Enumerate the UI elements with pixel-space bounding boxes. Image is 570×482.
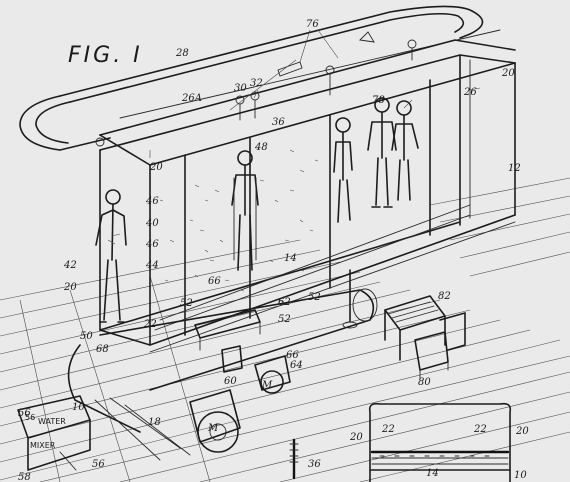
ref-numeral: 18 <box>148 417 161 428</box>
reference-numerals: 76 28 20 26 26A 30 32 36 48 78 12 20 46 … <box>18 19 529 482</box>
ref-numeral: 36 <box>308 459 321 470</box>
drain-duct <box>67 288 378 433</box>
ref-numeral: 12 <box>508 163 521 174</box>
ref-numeral: 50 <box>80 331 93 342</box>
person-right-3 <box>391 100 419 201</box>
person-left <box>95 189 127 323</box>
ref-numeral: 36 <box>272 117 285 128</box>
ref-numeral: 52 <box>308 292 321 303</box>
person-right-1 <box>333 117 353 223</box>
ref-numeral: 66 <box>286 350 299 361</box>
ref-numeral: 56 <box>92 459 105 470</box>
ref-numeral: 26A <box>181 93 202 104</box>
ref-numeral: 62 <box>278 297 291 308</box>
ref-numeral: 22 <box>381 424 395 435</box>
booth-frame <box>99 39 516 353</box>
ref-numeral: 48 <box>254 142 268 153</box>
ref-numeral: 22 <box>143 319 157 330</box>
ref-numeral: 76 <box>306 19 319 30</box>
ref-numeral: 14 <box>426 468 439 479</box>
pump-motor <box>189 389 241 453</box>
ref-numeral: 56 <box>18 408 31 419</box>
ref-numeral: 26 <box>463 87 477 98</box>
ref-numeral: 80 <box>418 377 431 388</box>
ref-numeral: 78 <box>372 95 385 106</box>
tank-number-label: 56 <box>25 413 35 422</box>
operator-chair <box>414 312 466 379</box>
ref-numeral: 42 <box>63 260 77 271</box>
ref-numeral: 40 <box>145 218 159 229</box>
control-box <box>221 345 243 373</box>
water-tank-label: WATER <box>38 417 66 426</box>
ref-numeral: M <box>207 423 219 434</box>
pulleys <box>95 31 417 147</box>
control-desk <box>384 295 446 361</box>
spray-rod <box>289 438 299 480</box>
inset-detail <box>368 402 512 482</box>
water-tank-box: WATER 56 MIXER <box>17 395 91 471</box>
floor-planks <box>0 177 570 482</box>
ref-numeral: 52 <box>180 298 193 309</box>
ref-numeral: 60 <box>224 376 237 387</box>
figure-title: FIG. I <box>68 43 143 68</box>
drive-belt <box>94 397 191 461</box>
step-platform <box>194 309 261 351</box>
ref-numeral: 46 <box>145 239 159 250</box>
ref-numeral: 58 <box>18 472 31 482</box>
leader-lines <box>107 29 481 245</box>
spray-mist <box>159 149 319 303</box>
ref-numeral: 64 <box>290 360 303 371</box>
ref-numeral: 44 <box>145 260 159 271</box>
ref-numeral: 28 <box>175 48 189 59</box>
ref-numeral: 10 <box>72 402 85 413</box>
ref-numeral: 46 <box>145 196 159 207</box>
ref-numeral: M <box>261 380 273 391</box>
ref-numeral: 20 <box>349 432 363 443</box>
ref-numeral: 20 <box>149 162 163 173</box>
ref-numeral: 20 <box>63 282 77 293</box>
stanchion <box>342 269 358 329</box>
ref-numeral: 20 <box>515 426 529 437</box>
ref-numeral: 52 <box>278 314 291 325</box>
small-motor <box>254 355 291 394</box>
ref-numeral: 66 <box>208 276 221 287</box>
ref-numeral: 14 <box>284 253 297 264</box>
ref-numeral: 22 <box>473 424 487 435</box>
mixer-label: MIXER <box>30 441 56 450</box>
person-right-2 <box>367 97 397 208</box>
ref-numeral: 32 <box>250 78 263 89</box>
ref-numeral: 20 <box>501 68 515 79</box>
person-center <box>231 150 259 271</box>
ref-numeral: 30 <box>234 83 247 94</box>
ref-numeral: 82 <box>438 291 451 302</box>
ref-numeral: 10 <box>514 470 527 481</box>
ref-numeral: 68 <box>96 344 109 355</box>
